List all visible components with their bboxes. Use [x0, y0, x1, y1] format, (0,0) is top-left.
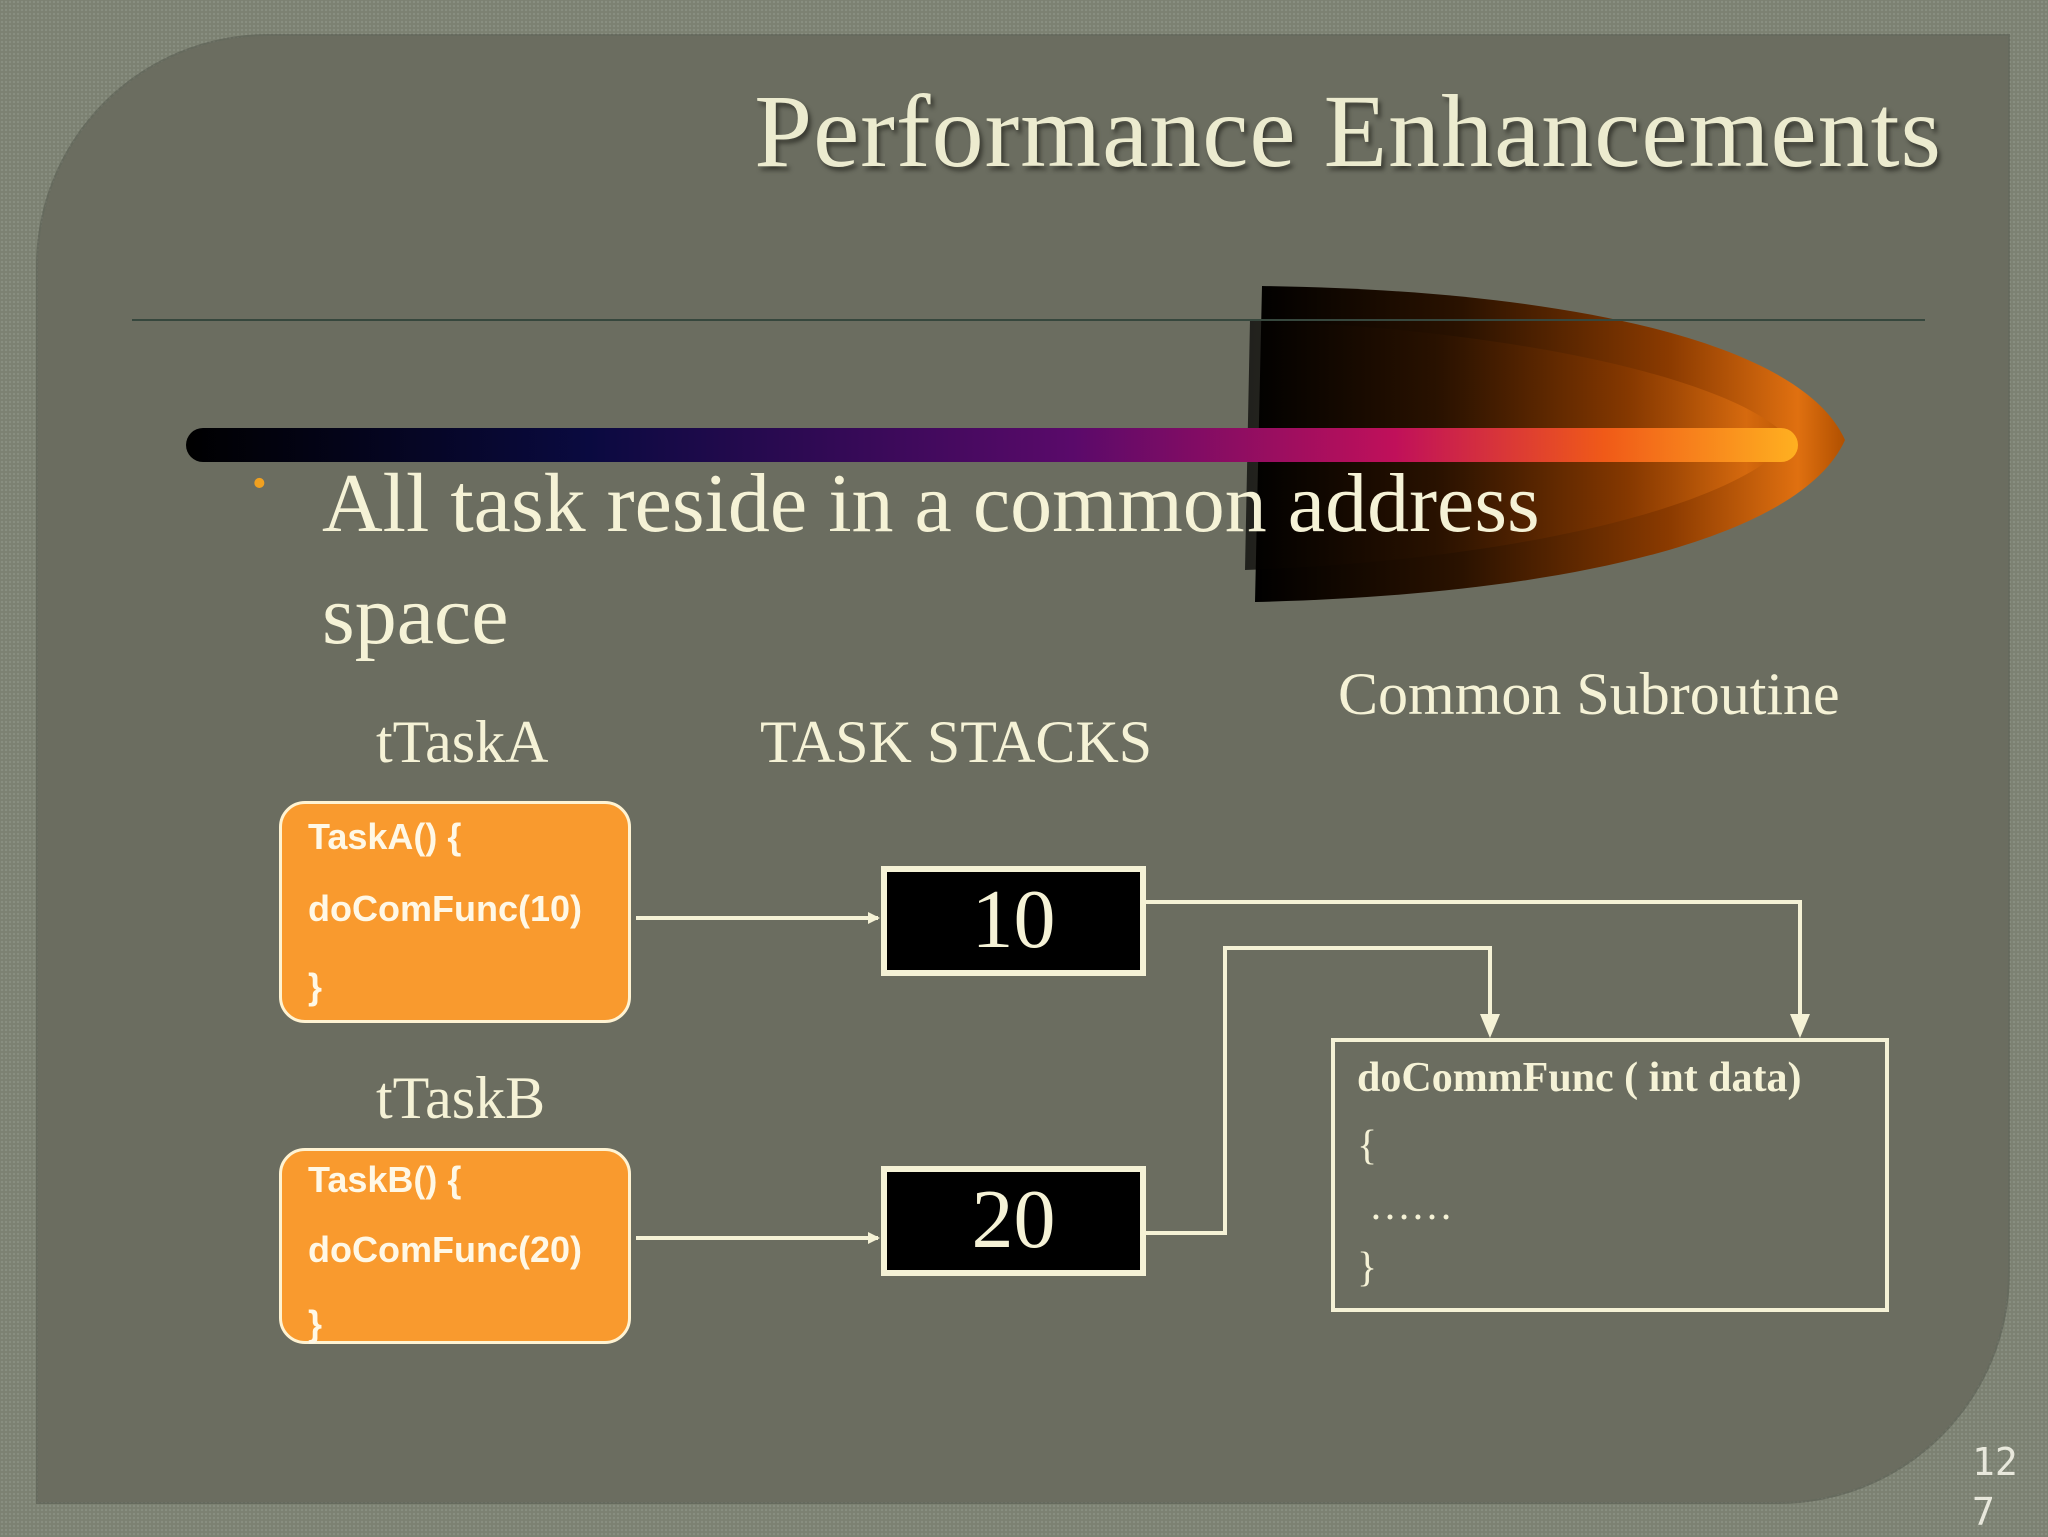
common-subroutine-label: Common Subroutine: [1338, 661, 1840, 727]
task-a-line-1: TaskA() {: [308, 816, 462, 857]
subroutine-box: doCommFunc ( int data) { …… }: [1331, 1038, 1889, 1312]
connector-stack-a-to-subroutine: [1146, 900, 1802, 1025]
slide-title: Performance Enhancements: [754, 74, 1942, 189]
title-divider: [132, 319, 1925, 321]
streak-bar: [186, 428, 1798, 462]
connector-stack-b-to-subroutine: [1146, 946, 1492, 1235]
task-b-line-3: }: [308, 1303, 323, 1344]
task-a-stack-box: 10: [881, 866, 1146, 976]
task-a-label: tTaskA: [376, 709, 549, 775]
task-b-line-1: TaskB() {: [308, 1159, 462, 1200]
subroutine-line-1: doCommFunc ( int data): [1357, 1055, 1802, 1101]
task-a-box: TaskA() { doComFunc(10) }: [279, 801, 631, 1023]
task-b-line-2: doComFunc(20): [308, 1229, 582, 1270]
task-b-label: tTaskB: [376, 1065, 546, 1131]
bullet-text: All task reside in a common address spac…: [322, 457, 1540, 662]
task-b-stack-box: 20: [881, 1166, 1146, 1276]
subroutine-line-4: }: [1357, 1245, 1378, 1291]
arrowhead-task-a: [868, 912, 880, 924]
arrowhead-stack-a: [1790, 1014, 1810, 1038]
task-a-line-3: }: [308, 966, 323, 1007]
arrowhead-stack-b: [1480, 1014, 1500, 1038]
task-b-box: TaskB() { doComFunc(20) }: [279, 1148, 631, 1344]
subroutine-line-3: ……: [1369, 1183, 1453, 1229]
page-number: 127: [1972, 1440, 2018, 1534]
subroutine-line-2: {: [1357, 1123, 1378, 1169]
task-stacks-label: TASK STACKS: [760, 709, 1153, 775]
task-a-line-2: doComFunc(10): [308, 888, 582, 929]
arrowhead-task-b: [868, 1232, 880, 1244]
bullet-marker: •: [252, 461, 267, 507]
